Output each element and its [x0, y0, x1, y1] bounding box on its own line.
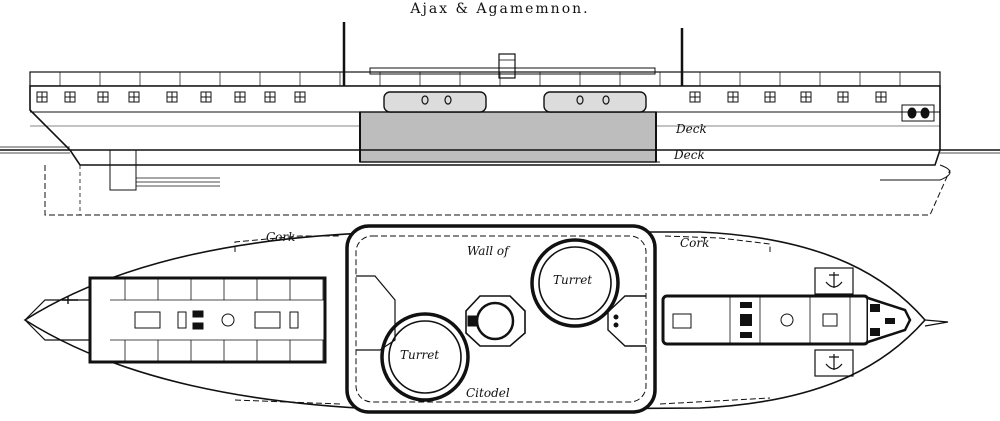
portholes [36, 91, 887, 103]
deck-label-upper: Deck [675, 122, 707, 136]
profile-view: Deck Deck [0, 22, 1000, 216]
aft-deckhouse [88, 276, 327, 364]
cork-label-left: Cork [266, 230, 295, 244]
plan-view: Cork Cork Wall of Citodel Turret Turret [23, 224, 949, 414]
rudder [109, 149, 137, 191]
underwater-hull [44, 165, 951, 216]
cork-belt-right [664, 235, 771, 252]
rail-stanchions [59, 72, 901, 86]
drawing-title: Ajax & Agamemnon. [410, 1, 590, 17]
turret-aft [380, 312, 470, 402]
turret-profile-aft [383, 91, 487, 113]
citadel-inner-dashed [355, 235, 647, 403]
cork-label-right: Cork [680, 236, 709, 250]
turret-aft-label: Turret [400, 348, 439, 362]
armour-citadel-shading [359, 111, 657, 163]
cork-belt-left [234, 235, 340, 252]
deck-label-lower: Deck [673, 148, 705, 162]
wall-label: Wall of [467, 244, 511, 258]
anchor-icon [814, 267, 854, 377]
turret-fore-label: Turret [553, 273, 592, 287]
turret-profile-fore [543, 91, 647, 113]
turret-fore [530, 238, 620, 328]
citadel-label: Citodel [466, 386, 510, 400]
